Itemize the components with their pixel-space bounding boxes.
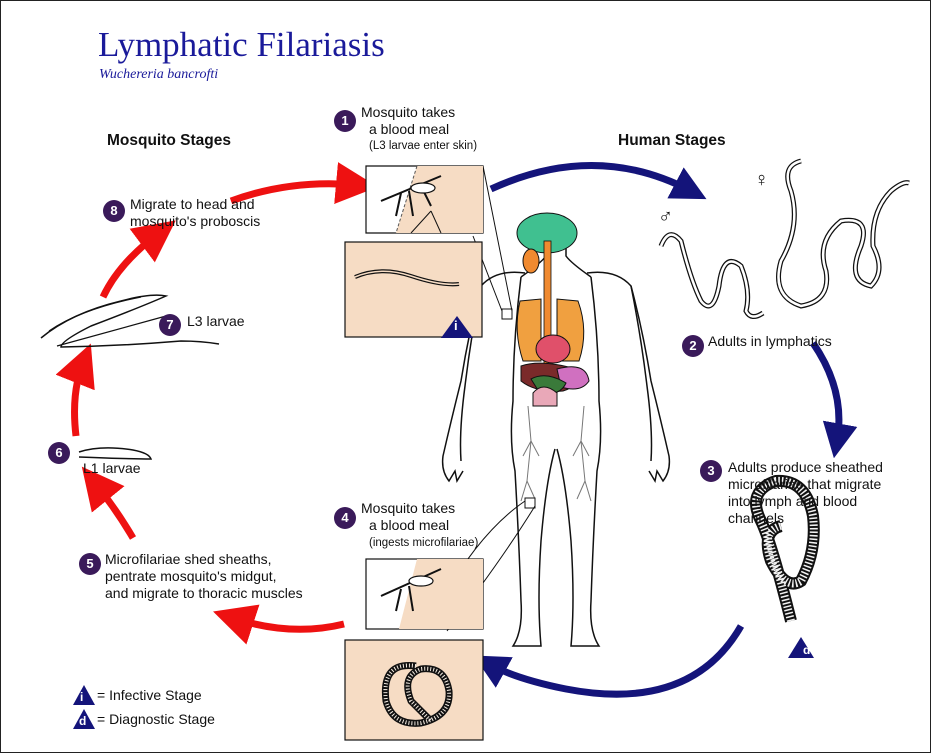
step-5-badge: 5 xyxy=(79,553,101,575)
step-4-text-line-1: Mosquito takes xyxy=(361,500,455,517)
diagnostic-stage-marker: d xyxy=(803,642,810,659)
legend-infective-label: = Infective Stage xyxy=(97,687,202,704)
step-1-note: (L3 larvae enter skin) xyxy=(369,139,477,153)
red-arrow-6-to-7 xyxy=(75,363,83,436)
step-6-badge: 6 xyxy=(48,442,70,464)
step-8-badge: 8 xyxy=(103,200,125,222)
mosquito-stages-header: Mosquito Stages xyxy=(107,132,231,150)
step-1-text-line-1: Mosquito takes xyxy=(361,104,455,121)
mosquito-panel-upper xyxy=(345,166,483,338)
infective-stage-legend-icon xyxy=(73,685,95,705)
red-arrow-4-to-5 xyxy=(233,618,344,629)
diagram-subtitle: Wuchereria bancrofti xyxy=(99,67,218,83)
step-4-note: (ingests microfilariae) xyxy=(369,536,478,550)
blue-arrow-2-to-3 xyxy=(813,343,839,441)
blue-arrow-3-to-4 xyxy=(489,626,741,694)
step-1-badge: 1 xyxy=(334,110,356,132)
step-3-text-line-3: into lymph and blood xyxy=(728,493,857,510)
step-3-text-line-2: microfilariae that migrate xyxy=(728,476,881,493)
adult-worms xyxy=(661,161,909,317)
step-8-text-line-1: Migrate to head and xyxy=(130,196,255,213)
step-2-text: Adults in lymphatics xyxy=(708,333,832,350)
step-6-text: L1 larvae xyxy=(83,460,141,477)
step-2-badge: 2 xyxy=(682,335,704,357)
step-4-text-line-2: a blood meal xyxy=(369,517,449,534)
step-3-badge: 3 xyxy=(700,460,722,482)
blue-arrow-1-to-2 xyxy=(491,165,691,191)
step-5-text-line-1: Microfilariae shed sheaths, xyxy=(105,551,272,568)
male-symbol: ♂ xyxy=(658,209,673,226)
step-4-badge: 4 xyxy=(334,507,356,529)
step-5-text-line-2: pentrate mosquito's midgut, xyxy=(105,568,277,585)
step-5-text-line-3: and migrate to thoracic muscles xyxy=(105,585,303,602)
diagram-title: Lymphatic Filariasis xyxy=(98,25,385,65)
human-stages-header: Human Stages xyxy=(618,132,726,150)
internal-organs xyxy=(517,213,589,406)
female-symbol: ♀ xyxy=(754,172,769,189)
step-3-text-line-1: Adults produce sheathed xyxy=(728,459,883,476)
infective-stage-marker: i xyxy=(454,317,458,334)
step-3-text-line-4: channels xyxy=(728,510,784,527)
red-arrow-5-to-6 xyxy=(95,483,133,538)
step-7-badge: 7 xyxy=(159,314,181,336)
step-1-text-line-2: a blood meal xyxy=(369,121,449,138)
legend-letter-infective: i xyxy=(80,689,83,706)
step-7-text: L3 larvae xyxy=(187,313,245,330)
lymph-vessels xyxy=(521,406,591,501)
legend-letter-diagnostic: d xyxy=(79,713,86,730)
red-arrow-7-to-8 xyxy=(103,233,159,297)
legend-diagnostic-label: = Diagnostic Stage xyxy=(97,711,215,728)
mosquito-panel-lower xyxy=(345,559,483,740)
step-8-text-line-2: mosquito's proboscis xyxy=(130,213,260,230)
